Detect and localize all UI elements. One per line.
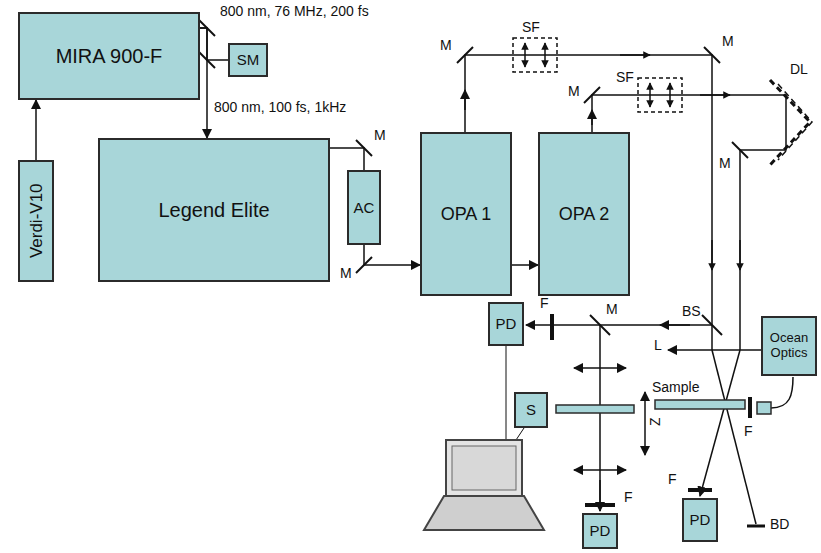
beam-arrow	[739, 240, 741, 270]
mirror-label: M	[440, 38, 452, 53]
beam-arrow	[711, 240, 713, 270]
laptop-screen	[446, 440, 522, 496]
pump-laser-box: Verdi-V10	[18, 160, 54, 282]
lens	[544, 43, 546, 67]
laser-box: MIRA 900-F	[18, 12, 200, 100]
filter-label: F	[624, 490, 633, 505]
mirror-label: M	[568, 84, 580, 99]
beam-arrow	[660, 324, 690, 326]
laptop-base	[424, 496, 544, 530]
filter-label: SF	[522, 20, 540, 35]
lens	[649, 83, 651, 107]
laptop-display	[452, 446, 516, 490]
filter	[585, 503, 615, 507]
mirror-label: M	[606, 302, 618, 317]
delay-line	[770, 80, 810, 165]
filter	[748, 397, 752, 418]
mirror-label: M	[340, 266, 352, 281]
amplifier-box: Legend Elite	[98, 138, 330, 282]
beam-connector	[35, 100, 37, 160]
node-label: OPA 1	[441, 204, 492, 225]
axis-label: Z	[648, 417, 663, 426]
photodiode-box: PD	[488, 302, 524, 346]
lens-label: L	[654, 338, 662, 353]
node-label: S	[526, 401, 536, 418]
sample-slab	[655, 400, 745, 409]
autocorrelator-box: AC	[347, 170, 381, 245]
filter	[688, 488, 712, 492]
mirror-label: M	[719, 156, 731, 171]
beam	[600, 325, 712, 511]
photodiode-box: PD	[682, 498, 718, 542]
fibre-cable	[771, 377, 793, 408]
opa-box: OPA 2	[538, 132, 630, 296]
z-scan-arrow	[644, 392, 646, 455]
beam-splitter-label: BS	[682, 304, 701, 319]
beam	[700, 350, 740, 496]
photodiode-box: PD	[582, 513, 618, 549]
node-label: PD	[590, 522, 611, 539]
beam-connector	[200, 28, 228, 60]
node-label: MIRA 900-F	[56, 45, 163, 68]
lens	[668, 349, 772, 351]
node-label: AC	[354, 199, 375, 216]
node-label: Legend Elite	[158, 199, 269, 222]
lens	[669, 83, 671, 107]
stage-box: S	[514, 392, 548, 428]
beam-arrow	[700, 94, 730, 96]
filter-label: F	[668, 472, 677, 487]
filter-label: F	[744, 424, 753, 439]
sample-slab	[556, 405, 634, 413]
spectrometer-box: SM	[228, 43, 268, 77]
mirror-label: M	[722, 34, 734, 49]
beam-parameters: 800 nm, 76 MHz, 200 fs	[220, 4, 369, 19]
node-label: OPA 2	[559, 204, 610, 225]
delay-line	[778, 84, 812, 160]
node-label: PD	[690, 511, 711, 528]
beam	[712, 350, 756, 524]
fibre-probe	[757, 402, 771, 414]
sample-label: Sample	[652, 380, 699, 395]
mirror-label: M	[374, 128, 386, 143]
filter-label: SF	[616, 70, 634, 85]
spatial-filter	[513, 38, 557, 72]
lens	[524, 43, 526, 67]
beam-connector	[200, 28, 207, 138]
lens	[574, 367, 626, 369]
lens	[574, 469, 626, 471]
delay-line-label: DL	[790, 62, 808, 77]
beam-connector	[364, 245, 420, 265]
signal-wire	[506, 346, 507, 440]
beam-parameters: 800 nm, 100 fs, 1kHz	[214, 100, 346, 115]
spatial-filter	[638, 78, 682, 112]
filter	[550, 314, 554, 340]
spectrometer-box: Ocean Optics	[761, 316, 817, 376]
beam-connector	[512, 264, 538, 266]
beam-dump	[747, 525, 765, 528]
node-label: PD	[496, 315, 517, 332]
node-label: Ocean Optics	[763, 331, 815, 361]
beam-arrow	[620, 54, 650, 56]
beam-dump-label: BD	[770, 517, 789, 532]
beam-connector	[330, 148, 364, 170]
filter-label: F	[540, 296, 549, 311]
beam-arrow	[464, 90, 466, 110]
beam-arrow	[591, 110, 593, 125]
node-label: Verdi-V10	[26, 184, 46, 259]
opa-box: OPA 1	[420, 132, 512, 296]
beam	[526, 324, 600, 326]
node-label: SM	[237, 51, 260, 68]
signal-wire	[516, 428, 524, 440]
